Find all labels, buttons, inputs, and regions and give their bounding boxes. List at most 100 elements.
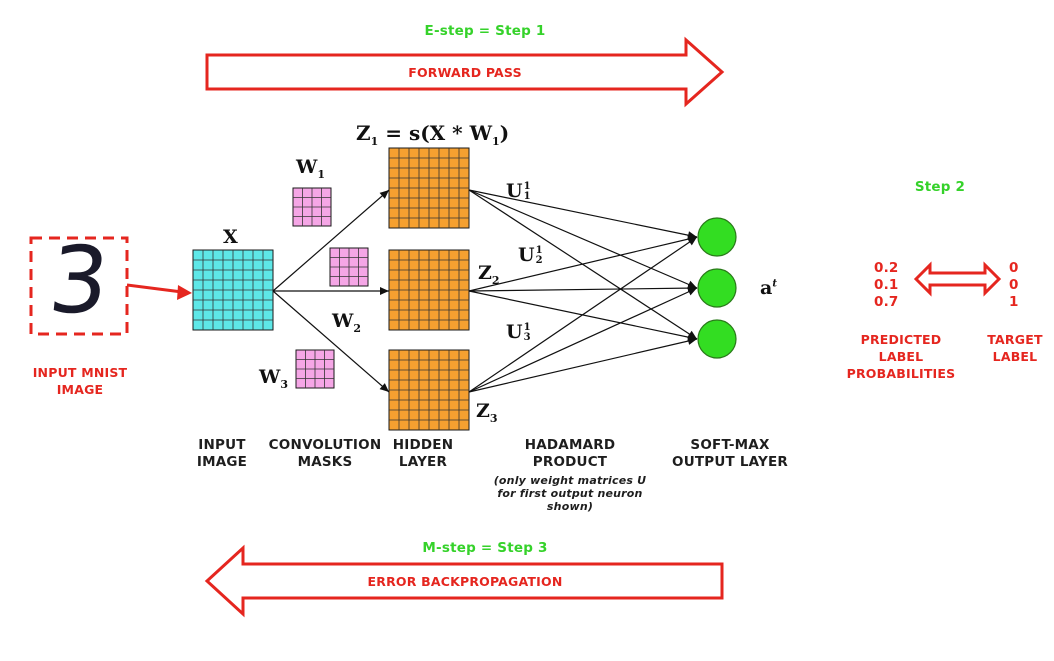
backpropagation-arrow bbox=[204, 544, 724, 618]
caption-hadamard-note-line1: (only weight matrices U bbox=[493, 474, 647, 487]
z1-formula-subscript: 1 bbox=[492, 135, 500, 148]
convolution-edge bbox=[272, 290, 390, 393]
caption-hadamard-product: HADAMARD PRODUCT bbox=[500, 437, 640, 471]
predicted-caption-line1: PREDICTED bbox=[860, 332, 942, 347]
predicted-caption-line2: LABEL bbox=[878, 349, 924, 364]
target-caption-line2: LABEL bbox=[992, 349, 1038, 364]
caption-hadamard-note-line2: for first output neuron shown) bbox=[497, 487, 643, 513]
caption-softmax-line2: OUTPUT LAYER bbox=[672, 454, 788, 470]
u3-symbol: U bbox=[506, 321, 523, 343]
input-to-grid-arrow bbox=[126, 283, 183, 294]
convolution-edge-arrowhead bbox=[380, 287, 389, 295]
hadamard-edge bbox=[468, 287, 698, 393]
target-caption-line1: TARGET bbox=[987, 332, 1043, 347]
u2-symbol: U bbox=[518, 244, 535, 266]
w1-symbol: W bbox=[296, 156, 318, 178]
mask-w1-grid bbox=[292, 187, 332, 227]
caption-hadamard-line2: PRODUCT bbox=[532, 454, 608, 470]
step2-label: Step 2 bbox=[914, 179, 966, 195]
input-to-grid-arrowhead bbox=[177, 285, 192, 300]
caption-hidden-layer-line1: HIDDEN bbox=[392, 437, 454, 453]
hadamard-edge-arrowhead bbox=[687, 237, 697, 246]
forward-pass-label: FORWARD PASS bbox=[408, 65, 522, 80]
caption-softmax-line1: SOFT-MAX bbox=[690, 437, 770, 453]
caption-input-image-line2: IMAGE bbox=[196, 454, 248, 470]
target-values: 0 0 1 bbox=[1009, 260, 1029, 311]
hadamard-edge-arrowhead bbox=[687, 288, 697, 296]
predicted-caption-line3: PROBABILITIES bbox=[846, 366, 956, 381]
hidden-z3-grid bbox=[388, 349, 470, 431]
caption-softmax-output: SOFT-MAX OUTPUT LAYER bbox=[660, 437, 800, 471]
hadamard-edge bbox=[468, 189, 698, 289]
target-label-caption: TARGET LABEL bbox=[982, 331, 1048, 365]
hadamard-edge bbox=[468, 236, 698, 393]
w2-label: W2 bbox=[332, 310, 361, 335]
w3-label: W3 bbox=[259, 366, 288, 391]
z3-symbol: Z bbox=[476, 400, 490, 422]
convolution-edge-arrowhead bbox=[379, 190, 389, 199]
hadamard-edge bbox=[468, 287, 698, 292]
w2-symbol: W bbox=[332, 310, 354, 332]
hadamard-edge bbox=[468, 236, 698, 292]
caption-convolution-masks-line1: CONVOLUTION bbox=[268, 437, 382, 453]
hidden-z2-grid bbox=[388, 249, 470, 331]
caption-hidden-layer-line2: LAYER bbox=[398, 454, 448, 470]
predicted-value: 0.1 bbox=[874, 277, 899, 293]
z1-subscript: 1 bbox=[370, 135, 379, 148]
u2-superscript: 1 bbox=[535, 245, 543, 256]
z3-subscript: 3 bbox=[489, 411, 498, 425]
w3-symbol: W bbox=[259, 366, 281, 388]
u1-subscript: 1 bbox=[523, 191, 531, 202]
u3-superscript: 1 bbox=[523, 322, 531, 333]
input-mnist-caption: INPUT MNIST IMAGE bbox=[10, 364, 150, 398]
u1-superscript: 1 bbox=[523, 181, 531, 192]
hadamard-edge bbox=[468, 338, 698, 393]
caption-convolution-masks: CONVOLUTION MASKS bbox=[260, 437, 390, 471]
z2-label: Z2 bbox=[478, 262, 500, 287]
softmax-output-neuron bbox=[697, 268, 737, 308]
u2-subscript: 2 bbox=[535, 255, 543, 266]
activation-label: at bbox=[760, 277, 777, 299]
m-step-label: M-step = Step 3 bbox=[422, 540, 548, 556]
u3-subscript: 3 bbox=[523, 332, 531, 343]
w3-subscript: 3 bbox=[280, 377, 288, 391]
predicted-value: 0.2 bbox=[874, 260, 899, 276]
predicted-value: 0.7 bbox=[874, 294, 899, 310]
target-value: 1 bbox=[1009, 294, 1019, 310]
caption-hadamard-line1: HADAMARD bbox=[524, 437, 616, 453]
convolution-edge bbox=[272, 189, 390, 292]
comparison-double-arrow bbox=[913, 261, 1002, 297]
softmax-output-neuron bbox=[697, 217, 737, 257]
target-value: 0 bbox=[1009, 260, 1019, 276]
target-value: 0 bbox=[1009, 277, 1019, 293]
w1-subscript: 1 bbox=[317, 167, 325, 181]
caption-convolution-masks-line2: MASKS bbox=[297, 454, 353, 470]
softmax-output-neuron bbox=[697, 319, 737, 359]
z3-label: Z3 bbox=[476, 400, 498, 425]
z2-symbol: Z bbox=[478, 262, 492, 284]
x-label: X bbox=[223, 226, 238, 248]
e-step-label: E-step = Step 1 bbox=[424, 23, 546, 39]
u1-symbol: U bbox=[506, 180, 523, 202]
z1-symbol: Z bbox=[356, 121, 371, 145]
predicted-probabilities: 0.2 0.1 0.7 bbox=[874, 260, 908, 311]
caption-hidden-layer: HIDDEN LAYER bbox=[378, 437, 468, 471]
z1-formula-body: = s(X * W bbox=[378, 121, 493, 145]
mask-w2-grid bbox=[329, 247, 369, 287]
caption-input-image: INPUT IMAGE bbox=[182, 437, 262, 471]
w2-subscript: 2 bbox=[353, 321, 361, 335]
mnist-digit: 3 bbox=[44, 227, 114, 334]
mask-w3-grid bbox=[295, 349, 335, 389]
z1-formula: Z1 = s(X * W1) bbox=[356, 121, 509, 148]
w1-label: W1 bbox=[296, 156, 325, 181]
convolution-edge-arrowhead bbox=[379, 383, 389, 392]
hadamard-edge bbox=[468, 189, 698, 238]
input-mnist-caption-line2: IMAGE bbox=[56, 382, 104, 397]
caption-hadamard-note: (only weight matrices U for first output… bbox=[480, 474, 660, 513]
z2-subscript: 2 bbox=[491, 273, 500, 287]
